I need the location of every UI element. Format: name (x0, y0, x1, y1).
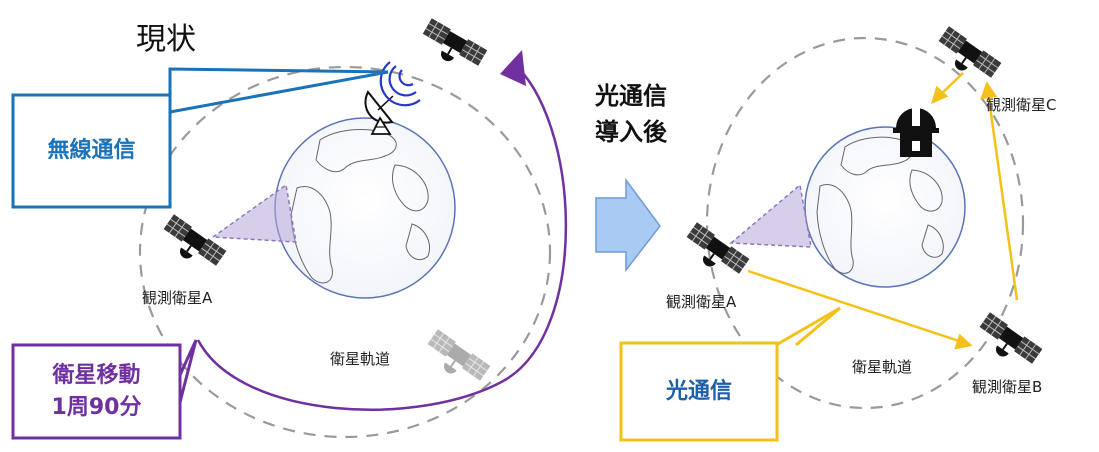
satellite-motion-arrowhead (500, 50, 526, 86)
observation-field-right (729, 183, 812, 248)
label-satellite-b: 観測衛星B (972, 378, 1043, 396)
satellite-icon (419, 328, 492, 392)
ground-antenna-icon (364, 90, 394, 135)
satellite-icon (678, 221, 751, 285)
title-after-line1: 光通信 (595, 82, 667, 110)
callout-radio-text: 無線通信 (47, 138, 136, 163)
satellite-icon (415, 17, 489, 78)
callout-radio-box (11, 67, 389, 209)
observatory-icon (893, 108, 939, 157)
satellite-icon (155, 213, 228, 277)
title-after-line2: 導入後 (595, 118, 667, 146)
callout-move-text: 衛星移動 1周90分 (13, 360, 180, 424)
label-orbit-right: 衛星軌道 (852, 358, 913, 376)
callout-move-line1: 衛星移動 (52, 363, 141, 388)
earth-globe-icon (804, 126, 966, 288)
earth-globe-icon (274, 117, 456, 299)
right-arrow-icon (595, 177, 661, 273)
satellite-icon (930, 25, 1003, 89)
orbit-path-left (138, 65, 552, 439)
label-satellite-c: 観測衛星C (986, 96, 1057, 114)
callout-optical-text: 光通信 (665, 379, 732, 404)
satellite-motion-arrow (196, 61, 568, 411)
title-after-optical: 光通信 導入後 (581, 78, 681, 150)
radio-wave-icon (379, 61, 421, 107)
callout-optical-box (619, 306, 841, 442)
title-current-state: 現状 (136, 22, 196, 57)
optical-links (747, 72, 1019, 350)
callout-move-box (11, 339, 198, 440)
label-satellite-a-right: 観測衛星A (666, 293, 737, 311)
orbit-path-right (705, 36, 1025, 410)
callout-move-line2: 1周90分 (51, 395, 142, 420)
satellite-icon (971, 311, 1044, 375)
label-satellite-a-left: 観測衛星A (142, 289, 213, 307)
label-orbit-left: 衛星軌道 (330, 350, 391, 368)
observation-field-left (210, 183, 297, 243)
